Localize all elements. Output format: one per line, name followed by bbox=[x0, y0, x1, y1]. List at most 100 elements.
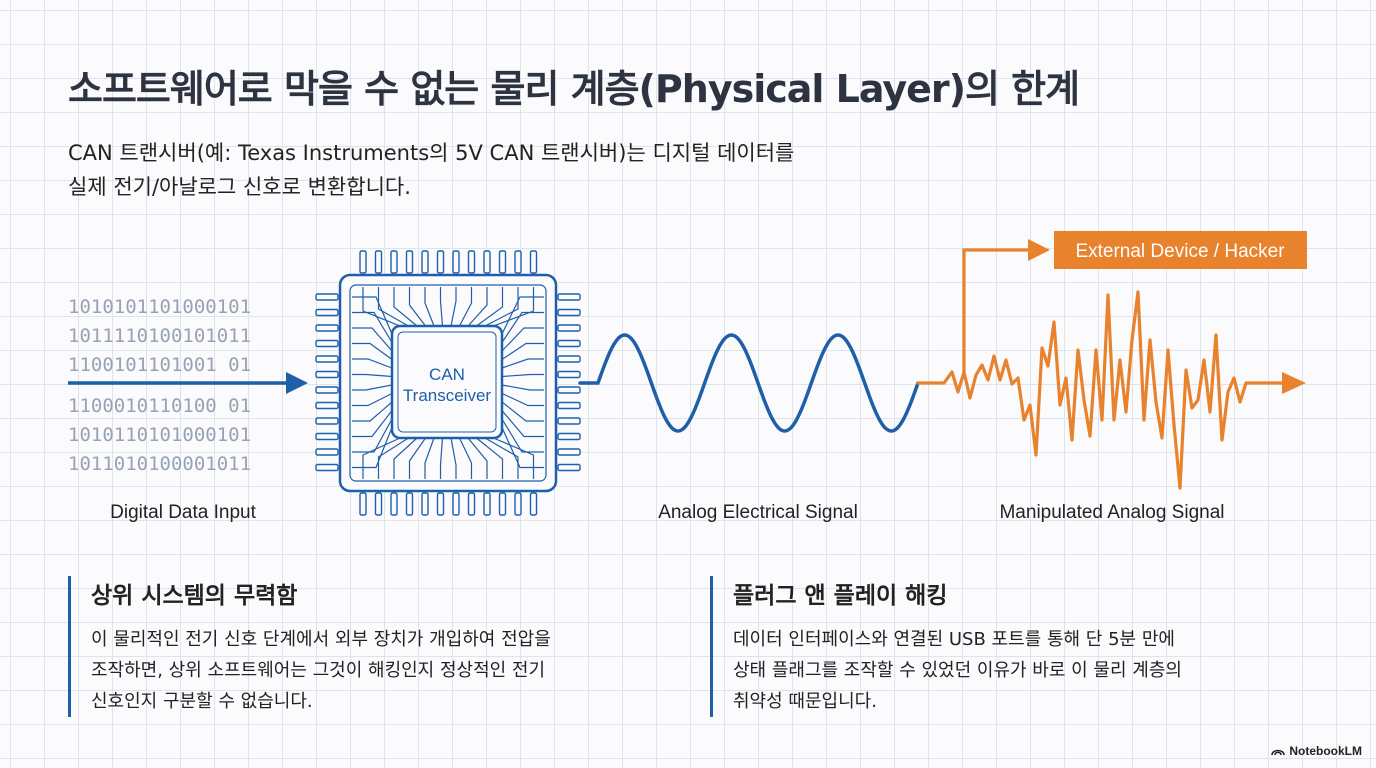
input-arrow-head bbox=[286, 372, 308, 394]
chip-pin bbox=[557, 448, 581, 456]
chip-trace bbox=[439, 437, 444, 479]
section-body: 이 물리적인 전기 신호 단계에서 외부 장치가 개입하여 전압을 조작하면, … bbox=[91, 624, 691, 717]
output-arrow-head bbox=[1282, 372, 1306, 394]
chip-pin bbox=[557, 432, 581, 441]
chip-pin bbox=[467, 250, 476, 274]
hacker-label: External Device / Hacker bbox=[1075, 241, 1285, 262]
chip-trace bbox=[408, 437, 426, 479]
chip-trace bbox=[501, 373, 544, 378]
manipulated-signal-wave bbox=[916, 290, 1292, 490]
section-line: 조작하면, 상위 소프트웨어는 그것이 해킹인지 정상적인 전기 bbox=[91, 660, 546, 681]
chip-trace bbox=[424, 437, 435, 479]
chip-trace bbox=[450, 437, 457, 479]
chip-trace bbox=[484, 437, 519, 479]
chip-pin bbox=[557, 324, 581, 332]
label-manipulated-signal: Manipulated Analog Signal bbox=[999, 502, 1224, 523]
hacker-connector bbox=[962, 248, 1030, 372]
chip-pin bbox=[557, 355, 581, 363]
chip-pin bbox=[557, 463, 581, 472]
chip-pin bbox=[483, 250, 491, 274]
chip-trace bbox=[352, 327, 393, 352]
chip-trace bbox=[439, 287, 444, 327]
chip-trace bbox=[501, 401, 544, 422]
chip-trace bbox=[352, 418, 393, 453]
chip-pin bbox=[315, 339, 339, 348]
can-transceiver-chip: CAN Transceiver bbox=[315, 250, 581, 516]
chip-trace bbox=[501, 296, 544, 335]
chip-pin bbox=[529, 250, 538, 274]
brand-name: NotebookLM bbox=[1289, 744, 1362, 758]
chip-core-inner bbox=[397, 331, 497, 433]
chip-pin bbox=[557, 417, 581, 425]
chip-pin bbox=[359, 492, 367, 516]
chip-trace bbox=[362, 437, 401, 479]
chip-pin bbox=[557, 293, 581, 301]
chip-trace bbox=[501, 418, 544, 453]
chip-trace bbox=[352, 373, 393, 378]
chip-trace bbox=[377, 437, 409, 479]
chip-trace bbox=[467, 437, 488, 479]
chip-trace bbox=[352, 384, 393, 391]
chip-pin bbox=[452, 250, 460, 274]
chip-trace bbox=[352, 342, 393, 360]
chip-pin bbox=[315, 417, 339, 425]
section-body: 데이터 인터페이스와 연결된 USB 포트를 통해 단 5분 만에 상태 플래그… bbox=[733, 624, 1333, 717]
chip-pin bbox=[557, 308, 581, 317]
chip-trace bbox=[493, 437, 535, 479]
chip-trace bbox=[450, 287, 457, 327]
chip-pin bbox=[498, 492, 507, 516]
chip-pin bbox=[557, 339, 581, 348]
chip-pin bbox=[436, 250, 445, 274]
chip-trace bbox=[493, 287, 535, 327]
chip-trace bbox=[484, 287, 519, 327]
chip-trace bbox=[424, 287, 435, 327]
chip-trace bbox=[458, 437, 473, 479]
chip-pin bbox=[374, 250, 383, 274]
brand-logo: NotebookLM bbox=[1271, 744, 1362, 758]
chip-trace bbox=[501, 342, 544, 360]
chip-trace bbox=[467, 287, 488, 327]
chip-pin bbox=[359, 250, 367, 274]
binary-data: 1010101101000101 1011110100101011 110010… bbox=[68, 296, 251, 475]
chip-pin bbox=[421, 492, 429, 516]
chip-trace bbox=[352, 296, 393, 335]
label-analog-signal: Analog Electrical Signal bbox=[658, 502, 858, 523]
chip-pin bbox=[315, 432, 339, 441]
chip-trace bbox=[501, 384, 544, 391]
binary-row: 1100101101001 01 bbox=[68, 354, 251, 376]
chip-pin bbox=[315, 355, 339, 363]
chip-trace bbox=[501, 311, 544, 343]
chip-pin bbox=[452, 492, 460, 516]
intro-line-1: CAN 트랜시버(예: Texas Instruments의 5V CAN 트랜… bbox=[68, 141, 795, 165]
chip-trace bbox=[352, 401, 393, 422]
chip-trace bbox=[393, 437, 418, 479]
page-title: 소프트웨어로 막을 수 없는 물리 계층(Physical Layer)의 한계 bbox=[68, 67, 1080, 111]
chip-trace bbox=[408, 287, 426, 327]
section-line: 데이터 인터페이스와 연결된 USB 포트를 통해 단 5분 만에 bbox=[733, 629, 1175, 650]
chip-pin bbox=[315, 401, 339, 410]
analog-signal-wave bbox=[578, 333, 920, 433]
chip-trace bbox=[476, 437, 504, 479]
chip-pin bbox=[405, 492, 414, 516]
section-line: 상태 플래그를 조작할 수 있었던 이유가 바로 이 물리 계층의 bbox=[733, 660, 1182, 681]
section-heading: 플러그 앤 플레이 해킹 bbox=[733, 583, 948, 609]
chip-pin bbox=[315, 324, 339, 332]
chip-pin bbox=[557, 401, 581, 410]
binary-row: 1100010110100 01 bbox=[68, 395, 251, 417]
section-upper-system: 상위 시스템의 무력함 이 물리적인 전기 신호 단계에서 외부 장치가 개입하… bbox=[68, 576, 691, 717]
hacker-box bbox=[1054, 231, 1307, 269]
chip-pin bbox=[315, 448, 339, 456]
chip-pin bbox=[315, 370, 339, 379]
binary-row: 1010110101000101 bbox=[68, 424, 251, 446]
label-digital-input: Digital Data Input bbox=[110, 502, 256, 523]
intro-line-2: 실제 전기/아날로그 신호로 변환합니다. bbox=[68, 175, 411, 199]
section-plug-and-play: 플러그 앤 플레이 해킹 데이터 인터페이스와 연결된 USB 포트를 통해 단… bbox=[710, 576, 1333, 717]
chip-trace bbox=[501, 410, 544, 438]
chip-pin bbox=[405, 250, 414, 274]
chip-pin bbox=[390, 250, 398, 274]
chip-pin bbox=[514, 250, 522, 274]
binary-row: 1011010100001011 bbox=[68, 453, 251, 475]
section-line: 취약성 때문입니다. bbox=[733, 691, 877, 712]
chip-pin bbox=[390, 492, 398, 516]
